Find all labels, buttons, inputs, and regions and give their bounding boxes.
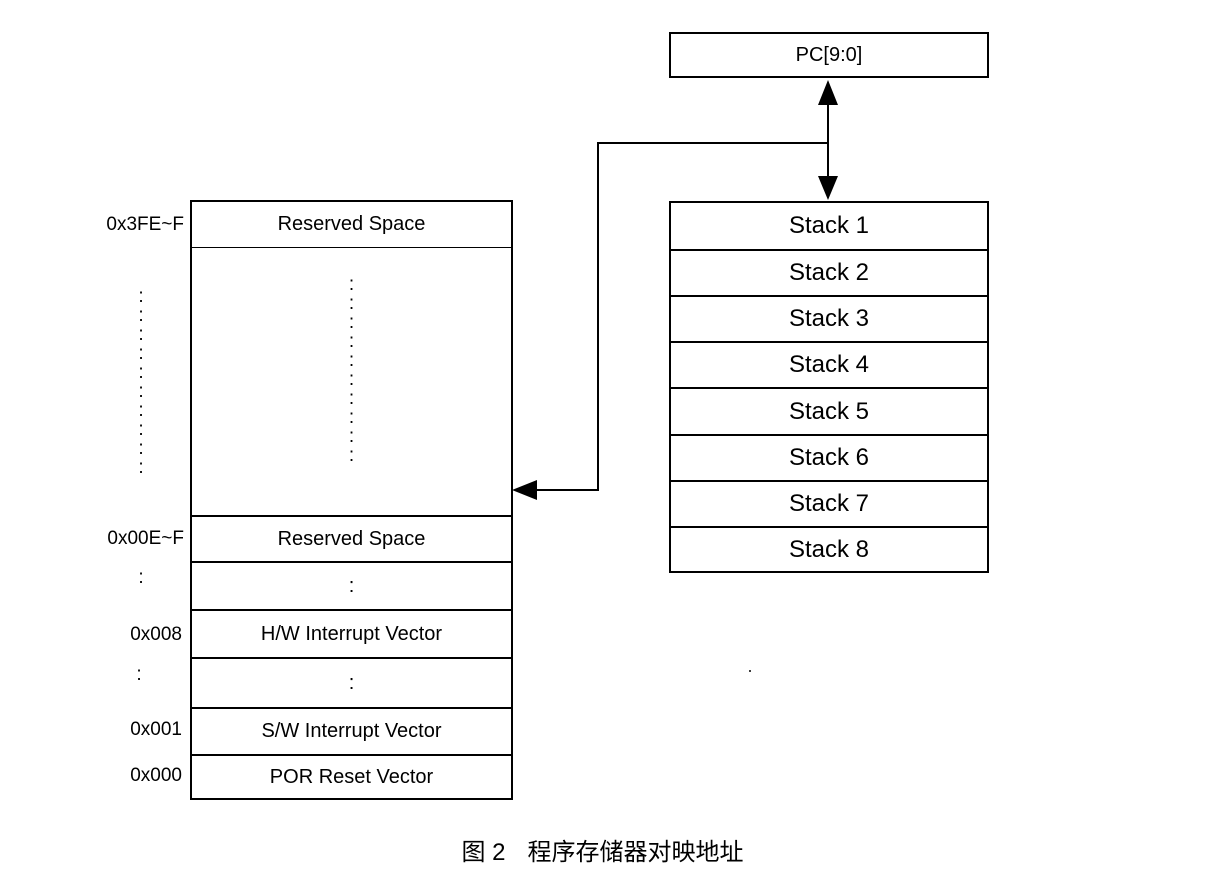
program-memory-box: Reserved Space :::::::::: Reserved Space… (190, 200, 513, 800)
stack-box: Stack 1 Stack 2 Stack 3 Stack 4 Stack 5 … (669, 201, 989, 573)
memory-cell-reserved-top: Reserved Space (277, 213, 426, 235)
stack-level-1: Stack 1 (788, 212, 870, 239)
address-dots-2: : (136, 664, 142, 685)
stack-level-8: Stack 8 (671, 526, 987, 571)
arrow-down-to-stack (818, 176, 838, 200)
memory-cell-gap-top: :::::::::: (192, 247, 511, 515)
address-0x3fe: 0x3FE~F (106, 214, 184, 235)
memory-cell-gap-1: : (192, 561, 511, 609)
memory-cell-por-reset: POR Reset Vector (192, 754, 511, 798)
arrow-left-to-memory (512, 480, 537, 500)
arrow-up-to-pc (818, 80, 838, 105)
memory-dots-top: :::::::::: (348, 273, 355, 466)
stack-level-6: Stack 6 (671, 434, 987, 480)
figure-number: 图 2 (461, 839, 506, 866)
address-0x001: 0x001 (130, 719, 182, 740)
pc-register-box: PC[9:0] (669, 32, 989, 78)
figure-title: 程序存储器对映地址 (527, 838, 744, 866)
address-dots-top: :::::::::: (138, 286, 144, 478)
memory-cell-gap-2: : (192, 657, 511, 707)
stack-level-7: Stack 7 (671, 480, 987, 526)
address-0x008: 0x008 (130, 624, 182, 645)
stack-level-4: Stack 4 (671, 341, 987, 387)
stack-level-2: Stack 2 (671, 249, 987, 295)
pc-memory-line (536, 142, 828, 491)
pc-register-label: PC[9:0] (795, 43, 863, 66)
memory-cell-reserved-low: Reserved Space (192, 515, 511, 561)
address-dots-1: : (138, 567, 144, 588)
stack-level-3: Stack 3 (671, 295, 987, 341)
address-0x00e: 0x00E~F (107, 528, 184, 549)
address-0x000: 0x000 (130, 765, 182, 786)
memory-cell-hw-interrupt: H/W Interrupt Vector (192, 609, 511, 657)
stack-level-5: Stack 5 (671, 387, 987, 434)
figure-caption: 图 2 程序存储器对映地址 (0, 832, 1205, 867)
memory-cell-sw-interrupt: S/W Interrupt Vector (192, 707, 511, 754)
